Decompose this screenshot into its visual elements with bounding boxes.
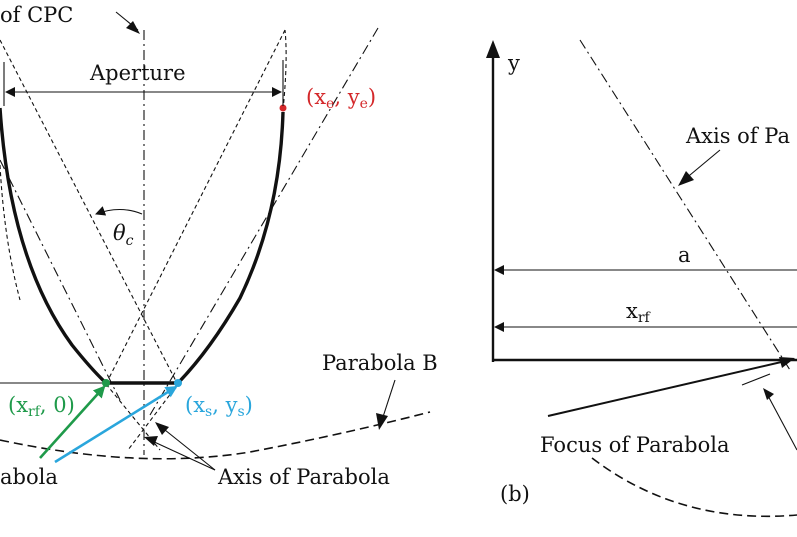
- axis-of-parabola-label-b: Axis of Pa: [685, 124, 790, 148]
- cpc-right-wall: [176, 111, 285, 385]
- axis-of-parabola-pointer-2: [159, 425, 216, 471]
- focus-pointer: [547, 359, 791, 417]
- axis-of-parabola-arrowhead-1: [144, 436, 158, 446]
- axis-of-parabola-arrowhead-2: [155, 422, 169, 435]
- s-point-label: (xs, ys): [185, 393, 253, 420]
- parabola-a-partial-label: abola: [0, 465, 58, 489]
- focus-arrowhead: [779, 357, 795, 368]
- focus-dimension-line: [765, 391, 797, 451]
- parabola-b-pointer: [381, 379, 396, 421]
- cpc-left-wall: [0, 107, 108, 385]
- parabola-axis-left: [0, 159, 121, 401]
- parabola-left-extension: [0, 164, 21, 301]
- aperture-label: Aperture: [89, 61, 186, 85]
- focus-dimension-arrowhead: [763, 388, 774, 400]
- axis-of-parabola-pointer-b: [683, 149, 721, 181]
- parabola-right-extension: [282, 29, 287, 111]
- y-axis-label: y: [507, 51, 520, 75]
- dimension-xrf-label: xrf: [626, 299, 652, 326]
- axis-of-parabola-arrowhead-b: [678, 171, 694, 186]
- panel-b-label: (b): [500, 482, 530, 506]
- end-point-label: (xe, ye): [306, 85, 376, 112]
- rf-point-marker: [102, 379, 110, 387]
- axis-of-parabola-pointer-1: [149, 439, 216, 471]
- parabola-b-arrowhead: [376, 413, 388, 430]
- axis-of-cpc-label: of CPC: [0, 3, 73, 27]
- focus-tick: [741, 373, 771, 386]
- parabola-b-lower-curve: [591, 457, 797, 518]
- rf-focus-arrow: [39, 385, 106, 459]
- axis-of-parabola-label: Axis of Parabola: [217, 465, 390, 489]
- rf-point-label: (xrf, 0): [8, 393, 75, 420]
- y-axis-arrowhead: [486, 40, 500, 58]
- parabola-b-curve: [0, 411, 431, 460]
- extreme-ray-left: [0, 39, 179, 386]
- panel-a: Aperture of CPC θc (xe, ye) (xrf, 0) (xs…: [0, 3, 438, 489]
- axis-of-parabola-line: [579, 39, 791, 371]
- panel-b: y Axis of Pa a xrf Focus of Parabola (b): [486, 39, 797, 518]
- parabola-b-label: Parabola B: [322, 351, 438, 375]
- theta-label: θc: [113, 221, 134, 249]
- end-point-marker: [279, 104, 287, 112]
- theta-arc: [95, 206, 143, 216]
- parabola-axis-right: [149, 27, 379, 416]
- axis-of-cpc-arrowhead: [126, 21, 140, 34]
- focus-label: Focus of Parabola: [540, 433, 729, 457]
- s-point-marker: [174, 379, 182, 387]
- s-focus-arrow: [54, 385, 178, 464]
- dimension-a-label: a: [678, 243, 691, 267]
